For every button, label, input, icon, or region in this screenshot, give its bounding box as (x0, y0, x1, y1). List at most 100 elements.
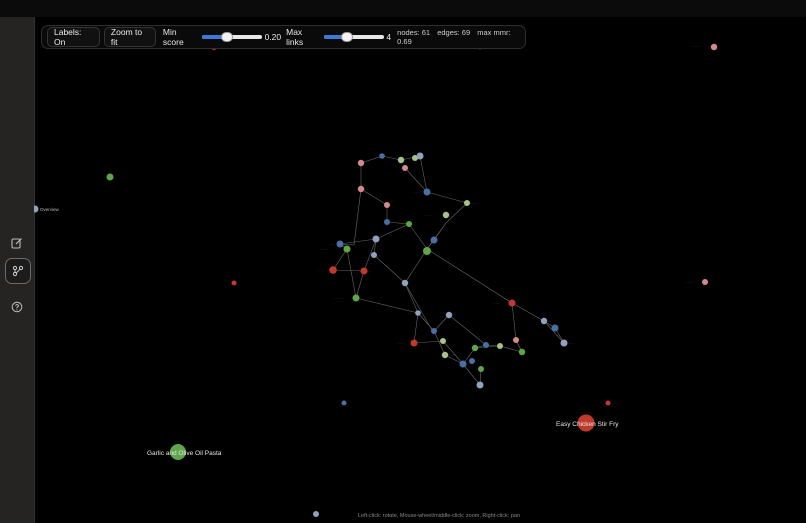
graph-node (416, 152, 424, 160)
overview-node (34, 205, 39, 213)
min-score-value: 0.20 (264, 32, 282, 42)
svg-text:········: ········ (320, 247, 328, 251)
graph-node (445, 311, 453, 319)
max-links-slider-thumb[interactable] (341, 32, 354, 42)
svg-text:·····: ····· (614, 401, 619, 405)
graph-node (423, 247, 431, 255)
node-count: nodes: 61 (397, 28, 431, 37)
graph-node (469, 358, 475, 364)
graph-node (410, 339, 418, 347)
svg-text:·····: ····· (407, 311, 412, 315)
svg-text:·····: ····· (367, 269, 372, 273)
graph-node (464, 200, 470, 206)
max-links-value: 4 (386, 32, 392, 42)
graph-node (379, 153, 385, 159)
graph-node (430, 236, 438, 244)
graph-node (384, 202, 390, 208)
graph-node (231, 280, 237, 286)
stirfry-label: Easy Chicken Stir Fry (556, 421, 619, 428)
graph-node (459, 360, 467, 368)
labels-toggle-button[interactable]: Labels: On (47, 27, 100, 47)
graph-node (336, 240, 344, 248)
graph-node (476, 381, 484, 389)
svg-text:·····: ····· (329, 242, 334, 246)
graph-node (357, 159, 365, 167)
graph-node (605, 400, 611, 406)
graph-node (423, 188, 431, 196)
svg-text:······: ······ (375, 253, 381, 257)
svg-text:·····: ····· (364, 187, 369, 191)
graph-node (710, 43, 718, 51)
edge-count: edges: 69 (437, 28, 471, 37)
overview-label: Overview (40, 207, 60, 212)
graph-node (560, 339, 568, 347)
tiny-labels: ····· ····· ········ ········ ····· ····… (194, 44, 700, 405)
window-top-bar (0, 0, 806, 17)
graph-node (415, 310, 421, 316)
graph-node (513, 337, 519, 343)
graph-node (412, 155, 418, 161)
graph-stats: nodes: 61 edges: 69 max mmr: 0.69 (397, 28, 525, 46)
svg-text:········: ········ (692, 44, 700, 48)
graph-node (406, 221, 412, 227)
graph-node (313, 511, 319, 517)
graph-node (352, 294, 360, 302)
pasta-node (170, 444, 186, 460)
graph-node (106, 173, 114, 181)
svg-text:········: ········ (423, 213, 431, 217)
graph-node (440, 338, 446, 344)
graph-node (441, 351, 449, 359)
graph-node (371, 252, 377, 258)
graph-node (343, 245, 351, 253)
graph-node (431, 328, 437, 334)
graph-node (401, 279, 409, 287)
graph-node (372, 235, 380, 243)
svg-text:········: ········ (544, 319, 552, 323)
max-links-slider[interactable] (323, 32, 384, 42)
zoom-to-fit-button[interactable]: Zoom to fit (103, 27, 156, 47)
min-score-slider-fill (201, 35, 227, 39)
svg-text:··········: ·········· (334, 296, 344, 300)
min-score-slider[interactable] (201, 32, 262, 42)
graph-node (497, 343, 503, 349)
graph-node (518, 348, 526, 356)
svg-text:·····: ····· (318, 268, 323, 272)
max-links-slider-fill (323, 35, 348, 39)
graph-node (702, 279, 708, 285)
graph-node (471, 344, 479, 352)
svg-text:··········: ·········· (447, 352, 457, 356)
graph-node (397, 156, 405, 164)
graph-node (384, 219, 390, 225)
graph-node (360, 267, 368, 275)
help-icon[interactable] (5, 295, 29, 319)
graph-toolbar: Labels: On Zoom to fit Min score 0.20 Ma… (41, 25, 526, 49)
graph-node (341, 400, 347, 406)
sidebar (0, 17, 35, 523)
svg-text:·····: ····· (414, 190, 419, 194)
graph-node (483, 342, 489, 348)
node-labels: Overview Garlic and Olive Oil Pasta Easy… (40, 207, 619, 457)
max-mmr: max mmr: 0.69 (397, 28, 511, 46)
graph-node (540, 317, 548, 325)
edit-icon[interactable] (5, 231, 29, 255)
controls-hint: Left-click: rotate, Mouse-wheel/middle-c… (358, 513, 521, 519)
graph-node (478, 366, 484, 372)
max-links-label: Max links (286, 27, 304, 47)
graph-node (357, 185, 365, 193)
graph-node (329, 266, 337, 274)
min-score-label: Min score (162, 27, 184, 47)
graph-canvas[interactable]: ····· ····· ········ ········ ····· ····… (34, 17, 806, 523)
graph-node (551, 324, 559, 332)
svg-text:········: ········ (686, 280, 694, 284)
svg-text:······: ······ (493, 301, 499, 305)
graph-node (442, 211, 450, 219)
graph-icon[interactable] (5, 258, 31, 284)
min-score-slider-thumb[interactable] (220, 32, 233, 42)
graph-node (508, 299, 516, 307)
graph-nodes (34, 43, 718, 517)
svg-text:········: ········ (566, 341, 574, 345)
graph-node (402, 165, 408, 171)
pasta-label: Garlic and Olive Oil Pasta (147, 450, 222, 457)
svg-text:········: ········ (470, 201, 478, 205)
svg-text:·····: ····· (398, 341, 403, 345)
